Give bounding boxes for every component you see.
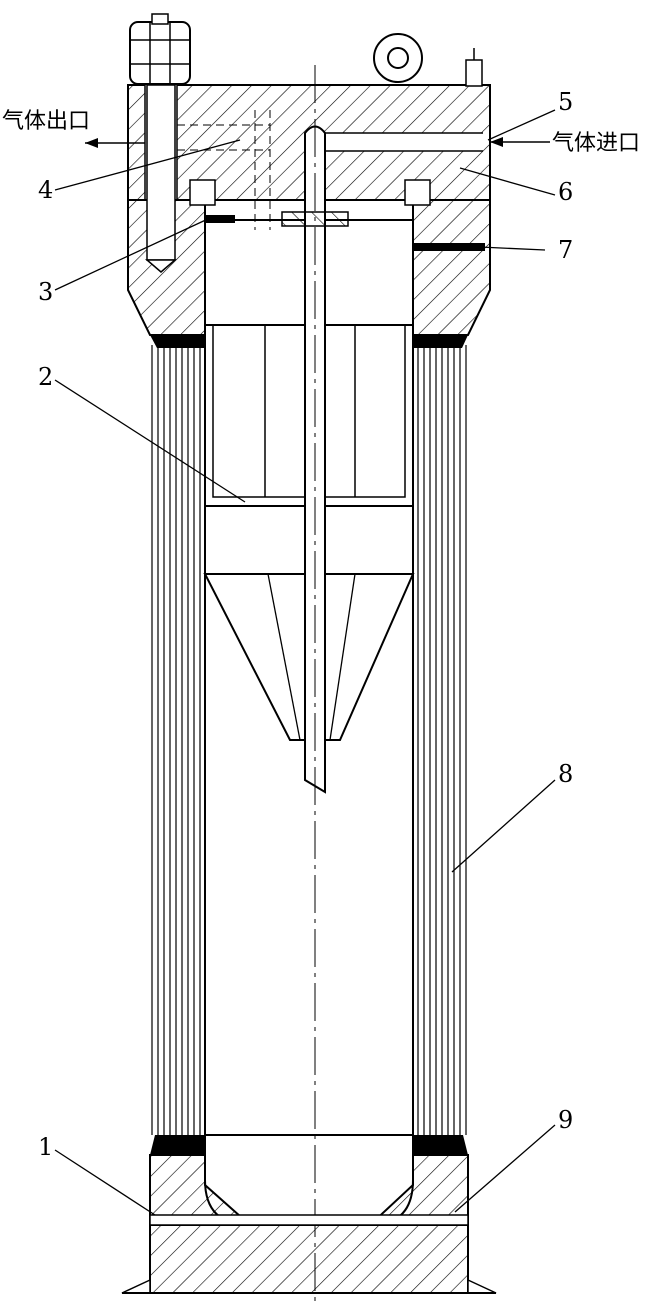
- coil-welds: [150, 335, 468, 1155]
- bottom-base: [121, 1154, 497, 1294]
- top-fitting: [465, 48, 483, 87]
- part-label-1: 1: [38, 1133, 53, 1161]
- gas-outlet-arrow: [85, 138, 145, 148]
- left-coil-bank: [151, 345, 201, 1135]
- hex-nut: [129, 13, 191, 85]
- part-label-8: 8: [558, 760, 573, 788]
- part-label-6: 6: [558, 178, 573, 206]
- part-label-3: 3: [38, 278, 53, 306]
- leader-lines: [54, 109, 556, 1216]
- part-label-5: 5: [558, 88, 573, 116]
- right-coil-bank: [417, 345, 467, 1135]
- gas-inlet-label: 气体进口: [552, 131, 640, 156]
- gas-inlet-arrow: [490, 137, 550, 147]
- part-label-7: 7: [558, 236, 573, 264]
- part-label-4: 4: [38, 176, 53, 204]
- part-label-2: 2: [38, 363, 53, 391]
- upper-flange: [127, 84, 491, 336]
- part-label-9: 9: [558, 1106, 573, 1134]
- lifting-eye: [373, 33, 423, 86]
- gas-outlet-label: 气体出口: [2, 109, 90, 134]
